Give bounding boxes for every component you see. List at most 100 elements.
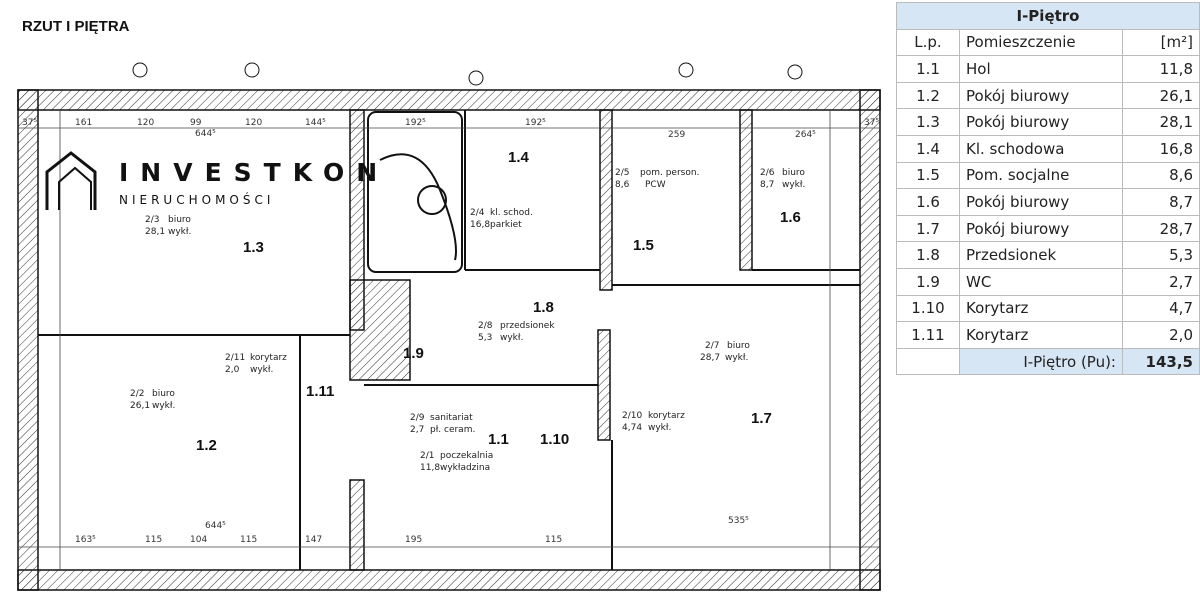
svg-text:120: 120	[245, 118, 262, 128]
svg-text:wykł.: wykł.	[168, 227, 191, 237]
outer-walls	[17, 89, 881, 591]
svg-text:2,0: 2,0	[225, 365, 240, 375]
svg-text:2/3: 2/3	[145, 215, 159, 225]
floor-plan: 37⁵ 161 120 99 120 144⁵ 644⁵ 192⁵ 192⁵ 2…	[17, 62, 881, 591]
room-label: 1.1	[488, 431, 509, 448]
logo-subtitle: NIERUCHOMOŚCI	[119, 193, 275, 207]
room-labels: 1.3 1.4 1.5 1.6 1.8 1.9 1.11 1.2 1.1 1.1…	[196, 149, 801, 454]
room-number: 1.1	[896, 55, 960, 83]
svg-text:wykł.: wykł.	[500, 333, 523, 343]
svg-text:biuro: biuro	[782, 168, 805, 178]
svg-text:144⁵: 144⁵	[305, 118, 326, 128]
room-tag: 2/6 biuro 8,7 wykł.	[760, 168, 805, 190]
svg-text:wykł.: wykł.	[648, 423, 671, 433]
room-label: 1.7	[751, 410, 772, 427]
svg-text:28,1: 28,1	[145, 227, 165, 237]
inner-walls	[38, 110, 860, 570]
svg-text:wykł.: wykł.	[782, 180, 805, 190]
svg-text:120: 120	[137, 118, 154, 128]
table-header: I-Piętro	[896, 2, 1200, 30]
svg-text:535⁵: 535⁵	[728, 516, 749, 526]
room-name: Pokój biurowy	[959, 81, 1123, 110]
svg-text:4,74: 4,74	[622, 423, 642, 433]
svg-text:2/8: 2/8	[478, 321, 493, 331]
svg-text:wykł.: wykł.	[725, 353, 748, 363]
room-number: 1.5	[896, 161, 960, 190]
room-area: 2,7	[1122, 267, 1200, 296]
svg-text:8,7: 8,7	[760, 180, 774, 190]
svg-text:sanitariat: sanitariat	[430, 413, 473, 423]
room-tag: 2/5 pom. person. 8,6 PCW	[615, 168, 699, 190]
room-number: 1.6	[896, 188, 960, 216]
svg-text:195: 195	[405, 535, 422, 545]
svg-text:37⁵: 37⁵	[864, 118, 879, 128]
svg-text:pł. ceram.: pł. ceram.	[430, 425, 475, 435]
watermark-logo: INVESTKON NIERUCHOMOŚCI	[45, 150, 389, 210]
svg-text:2/2: 2/2	[130, 389, 144, 399]
svg-text:parkiet: parkiet	[490, 220, 522, 230]
svg-text:kl. schod.: kl. schod.	[490, 208, 533, 218]
svg-text:wykładzina: wykładzina	[440, 463, 490, 473]
svg-text:poczekalnia: poczekalnia	[440, 451, 493, 461]
svg-text:PCW: PCW	[645, 180, 666, 190]
svg-text:11,8: 11,8	[420, 463, 440, 473]
room-area: 11,8	[1122, 55, 1200, 83]
room-area: 8,7	[1122, 188, 1200, 216]
svg-text:2/10: 2/10	[622, 411, 642, 421]
svg-text:104: 104	[190, 535, 207, 545]
svg-text:pom. person.: pom. person.	[640, 168, 699, 178]
svg-text:2/11: 2/11	[225, 353, 245, 363]
room-label: 1.10	[540, 431, 569, 448]
room-area: 2,0	[1122, 321, 1200, 349]
total-value: 143,5	[1122, 347, 1200, 376]
svg-text:259: 259	[668, 130, 685, 140]
svg-text:28,7: 28,7	[700, 353, 720, 363]
svg-text:644⁵: 644⁵	[195, 129, 216, 139]
svg-text:5,3: 5,3	[478, 333, 492, 343]
room-number: 1.10	[896, 294, 960, 323]
room-name: Pom. socjalne	[959, 161, 1123, 190]
column-header: [m²]	[1122, 28, 1200, 57]
svg-text:115: 115	[240, 535, 257, 545]
room-label: 1.4	[508, 149, 530, 166]
room-label: 1.2	[196, 437, 217, 454]
room-name: Przedsionek	[959, 241, 1123, 269]
svg-text:2,7: 2,7	[410, 425, 424, 435]
svg-text:264⁵: 264⁵	[795, 130, 816, 140]
svg-text:147: 147	[305, 535, 322, 545]
room-number: 1.11	[896, 321, 960, 349]
room-label: 1.6	[780, 209, 801, 226]
plan-title: RZUT I PIĘTRA	[22, 18, 130, 35]
dims-bottom: 163⁵ 115 104 115 147 195 115 535⁵ 644⁵	[75, 516, 749, 545]
svg-text:2/4: 2/4	[470, 208, 485, 218]
svg-text:8,6: 8,6	[615, 180, 630, 190]
svg-text:2/9: 2/9	[410, 413, 425, 423]
svg-text:161: 161	[75, 118, 92, 128]
room-name: Pokój biurowy	[959, 108, 1123, 136]
room-name: Pokój biurowy	[959, 188, 1123, 216]
room-name: Korytarz	[959, 321, 1123, 349]
total-row: I-Piętro (Pu): 143,5	[896, 347, 1200, 376]
svg-text:2/5: 2/5	[615, 168, 629, 178]
svg-text:2/6: 2/6	[760, 168, 775, 178]
room-label: 1.9	[403, 345, 424, 362]
svg-text:biuro: biuro	[727, 341, 750, 351]
room-area: 28,7	[1122, 214, 1200, 243]
room-area: 28,1	[1122, 108, 1200, 136]
svg-text:wykł.: wykł.	[250, 365, 273, 375]
room-number: 1.2	[896, 81, 960, 110]
room-number: 1.4	[896, 134, 960, 163]
